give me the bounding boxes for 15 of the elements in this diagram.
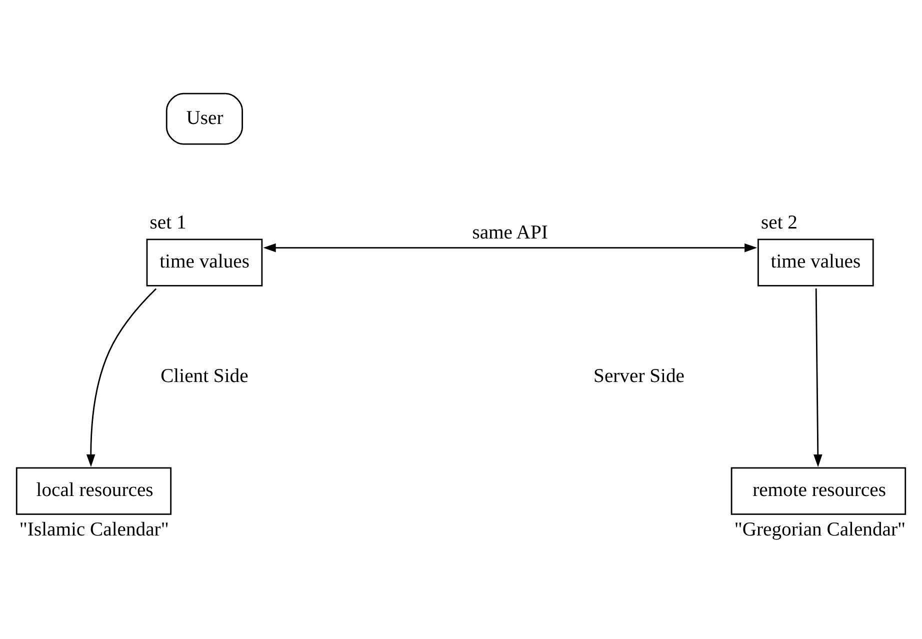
node-label: "Gregorian Calendar" (734, 518, 906, 540)
arrow (263, 242, 758, 252)
arrow (813, 288, 822, 467)
node-box: User (166, 92, 244, 144)
node-box: time values (757, 238, 874, 286)
node-label: set 2 (760, 212, 798, 233)
label: Client Side (160, 365, 248, 386)
node-box: time values (146, 238, 263, 286)
label: Server Side (594, 365, 685, 386)
arrow (86, 288, 157, 466)
node-box: remote resources (730, 466, 906, 514)
node-label: "Islamic Calendar" (19, 518, 169, 540)
edge-label: same API (472, 222, 548, 243)
node-box: local resources (16, 466, 172, 514)
node-label: set 1 (150, 212, 186, 233)
